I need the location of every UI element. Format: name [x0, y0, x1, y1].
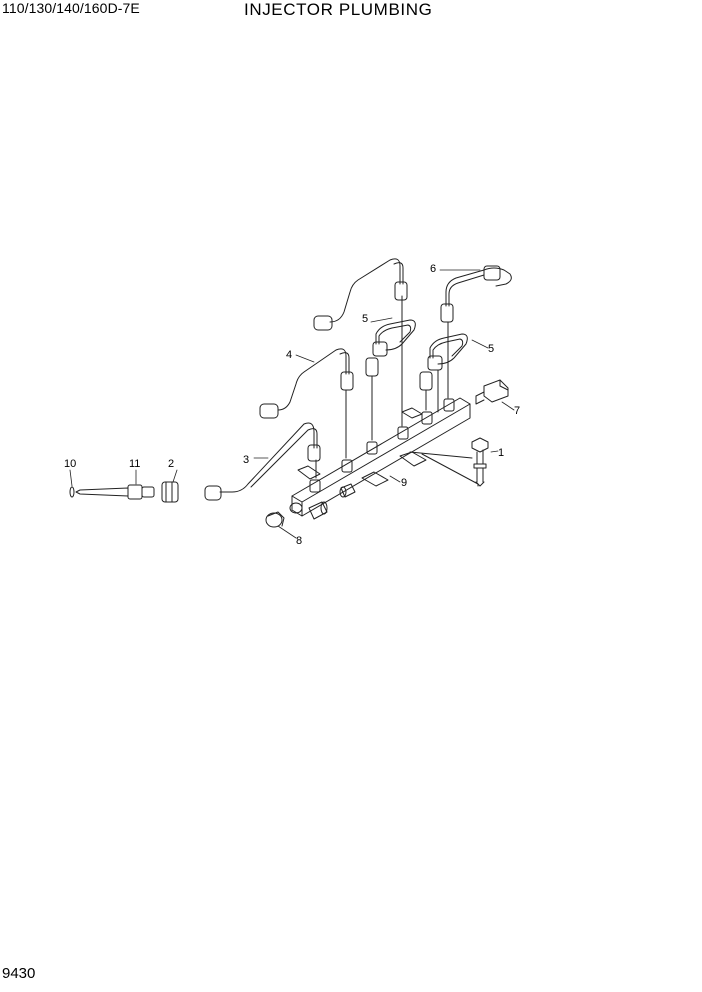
callout-labels: 1 2 3 4 5 5 6 7 8 9 10 11	[64, 263, 520, 547]
callout-8: 8	[296, 535, 302, 547]
common-rail	[289, 397, 471, 520]
callout-7: 7	[514, 405, 520, 417]
connector-tube	[75, 484, 155, 500]
connector-nut	[161, 481, 179, 503]
injection-pipe-6	[315, 265, 512, 479]
callout-5-right: 5	[488, 343, 494, 355]
leader-lines	[69, 269, 515, 539]
callout-11: 11	[129, 458, 140, 470]
injection-pipe-top	[313, 258, 408, 331]
injection-pipe-4	[259, 348, 354, 419]
callout-3: 3	[243, 454, 249, 466]
page-title: INJECTOR PLUMBING	[244, 0, 433, 19]
rail-outlets	[309, 398, 455, 493]
callout-4: 4	[286, 349, 292, 361]
model-code: 110/130/140/160D-7E	[2, 0, 140, 16]
callout-10: 10	[64, 458, 76, 470]
callout-6: 6	[430, 263, 436, 275]
page-number: 9430	[2, 965, 36, 982]
callout-9: 9	[401, 477, 407, 489]
mounting-bolt	[409, 437, 489, 487]
o-ring	[69, 486, 75, 498]
callout-1: 1	[498, 447, 504, 459]
callout-2: 2	[168, 458, 174, 470]
injection-pipe-5-left	[365, 295, 416, 441]
callout-5-left: 5	[362, 313, 368, 325]
injection-pipe-3	[204, 422, 321, 501]
rail-plug	[265, 511, 285, 528]
pressure-sensor	[475, 379, 509, 405]
